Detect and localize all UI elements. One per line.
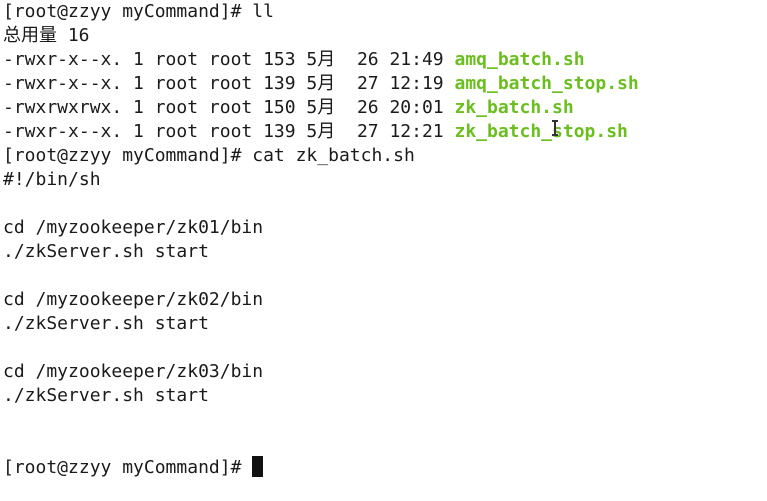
file-name: amq_batch.sh <box>454 49 585 70</box>
ls-total-line: 总用量 16 <box>3 25 90 46</box>
file-name: zk_batch.sh <box>454 97 574 118</box>
prompt-line-cat: [root@zzyy myCommand]# cat zk_batch.sh <box>3 144 415 168</box>
command-text: cat zk_batch.sh <box>252 145 415 166</box>
script-line: ./zkServer.sh start <box>3 313 209 334</box>
file-listing-row: -rwxr-x--x. 1 root root 153 5月 26 21:49 … <box>3 48 585 72</box>
script-line: ./zkServer.sh start <box>3 241 209 262</box>
shell-prompt: [root@zzyy myCommand]# <box>3 1 253 22</box>
text-ibeam-cursor-icon <box>551 120 559 136</box>
prompt-line-active[interactable]: [root@zzyy myCommand]# <box>3 456 264 480</box>
command-text: ll <box>252 1 274 22</box>
prompt-line-ll: [root@zzyy myCommand]# ll <box>3 0 274 24</box>
script-line: #!/bin/sh <box>3 169 101 190</box>
script-line: ./zkServer.sh start <box>3 385 209 406</box>
file-name: zk_batch_stop.sh <box>454 121 628 142</box>
block-cursor-icon <box>252 456 264 477</box>
file-listing-row: -rwxr-x--x. 1 root root 139 5月 27 12:19 … <box>3 72 639 96</box>
file-listing-row: -rwxrwxrwx. 1 root root 150 5月 26 20:01 … <box>3 96 574 120</box>
script-line: cd /myzookeeper/zk01/bin <box>3 217 264 238</box>
script-line: cd /myzookeeper/zk02/bin <box>3 289 264 310</box>
file-meta: -rwxrwxrwx. 1 root root 150 5月 26 20:01 <box>3 97 455 118</box>
shell-prompt: [root@zzyy myCommand]# <box>3 457 253 478</box>
file-listing-row: -rwxr-x--x. 1 root root 139 5月 27 12:21 … <box>3 120 628 144</box>
file-name: amq_batch_stop.sh <box>454 73 639 94</box>
file-meta: -rwxr-x--x. 1 root root 139 5月 27 12:19 <box>3 73 455 94</box>
shell-prompt: [root@zzyy myCommand]# <box>3 145 253 166</box>
script-line: cd /myzookeeper/zk03/bin <box>3 361 264 382</box>
file-meta: -rwxr-x--x. 1 root root 153 5月 26 21:49 <box>3 49 455 70</box>
file-meta: -rwxr-x--x. 1 root root 139 5月 27 12:21 <box>3 121 455 142</box>
